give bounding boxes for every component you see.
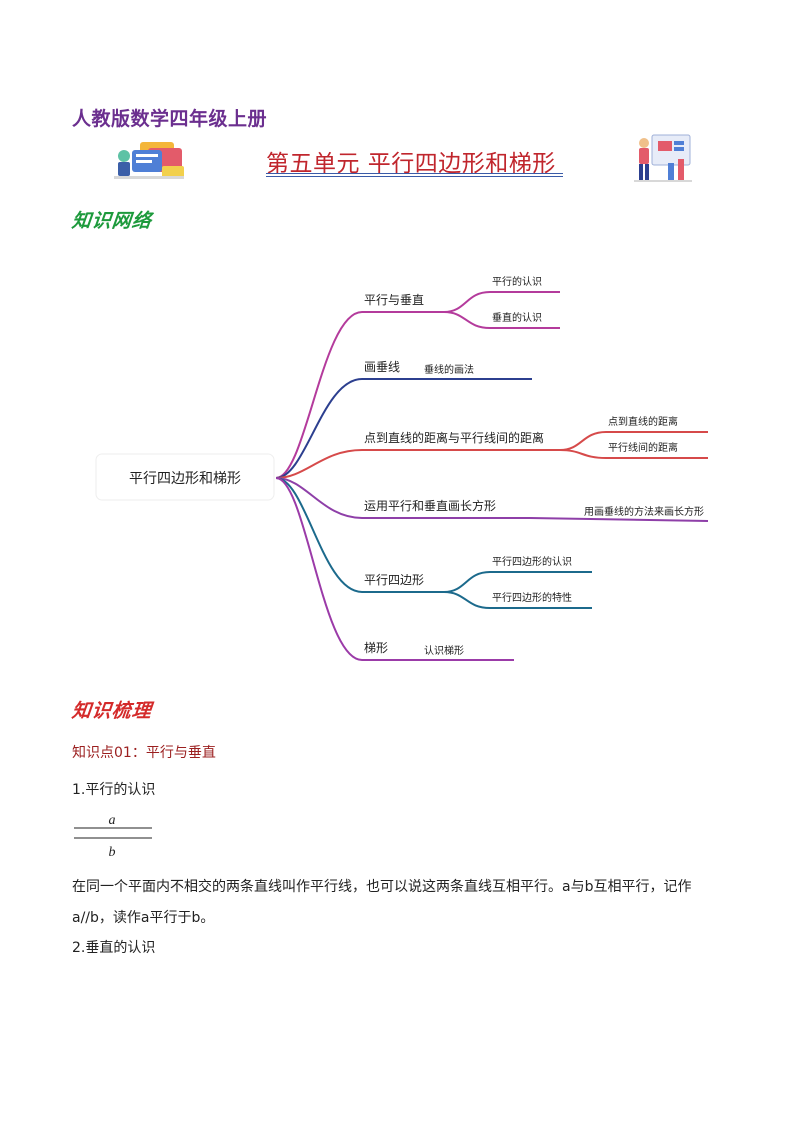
section-heading-knowledge-review: 知识梳理 — [70, 700, 154, 722]
mind-map-leaf-label: 点到直线的距离 — [608, 415, 678, 428]
mind-map-leaf-label: 平行四边形的认识 — [492, 555, 572, 568]
illustration-right-icon — [634, 134, 692, 182]
mind-map-branch-label: 画垂线 — [364, 360, 400, 374]
mind-map-root: 平行四边形和梯形 — [129, 471, 241, 487]
illustration-left-icon — [114, 142, 184, 179]
mind-map-branch-line — [275, 311, 444, 479]
mind-map-branch-label: 平行四边形 — [364, 573, 424, 587]
mind-map-leaf-line — [443, 311, 560, 329]
mind-map-branch-label: 点到直线的距离与平行线间的距离 — [364, 430, 544, 445]
mind-map-branch-line — [275, 477, 530, 519]
title-underline — [266, 173, 563, 174]
item-title-perpendicular: 2.垂直的认识 — [72, 940, 156, 956]
mind-map-leaf-line — [529, 517, 709, 522]
mind-map-leaf-line — [443, 591, 592, 609]
mind-map-root-box — [95, 453, 275, 501]
knowledge-point-heading: 知识点01：平行与垂直 — [72, 745, 216, 761]
parallel-lines-figure: a b — [74, 813, 152, 860]
mind-map-branch-label: 梯形 — [364, 641, 388, 655]
mind-map-branch-line — [275, 477, 444, 593]
book-title: 人教版数学四年级上册 — [72, 108, 268, 130]
mind-map-leaf-label: 垂线的画法 — [424, 363, 474, 376]
parallel-definition-paragraph: 在同一个平面内不相交的两条直线叫作平行线，也可以说这两条直线互相平行。a与b互相… — [72, 879, 692, 926]
title-underline-second — [266, 176, 563, 177]
mind-map-branch-label: 平行与垂直 — [364, 293, 424, 307]
mind-map-leaf-label: 平行四边形的特性 — [492, 591, 572, 604]
unit-title: 第五单元 平行四边形和梯形 — [266, 151, 556, 177]
line-label-a: a — [109, 813, 116, 828]
mind-map-leaf-line — [443, 571, 592, 593]
mind-map-leaf-line — [443, 291, 560, 313]
mind-map-leaf-label: 平行的认识 — [492, 275, 542, 288]
mind-map-leaf-label: 用画垂线的方法来画长方形 — [584, 505, 704, 518]
mind-map-leaf-label: 垂直的认识 — [492, 311, 542, 324]
item-title-parallel: 1.平行的认识 — [72, 782, 156, 798]
mind-map-branch-line — [275, 378, 410, 479]
mind-map-branch-line — [275, 449, 560, 479]
line-label-b: b — [109, 845, 116, 860]
mind-map-leaf-label: 平行线间的距离 — [608, 441, 678, 454]
section-heading-knowledge-network: 知识网络 — [70, 210, 154, 232]
mind-map-branch-label: 运用平行和垂直画长方形 — [364, 498, 496, 513]
mind-map-leaf-line — [559, 449, 708, 459]
mind-map-leaf-label: 认识梯形 — [424, 644, 464, 657]
mind-map-branch-line — [275, 477, 410, 661]
